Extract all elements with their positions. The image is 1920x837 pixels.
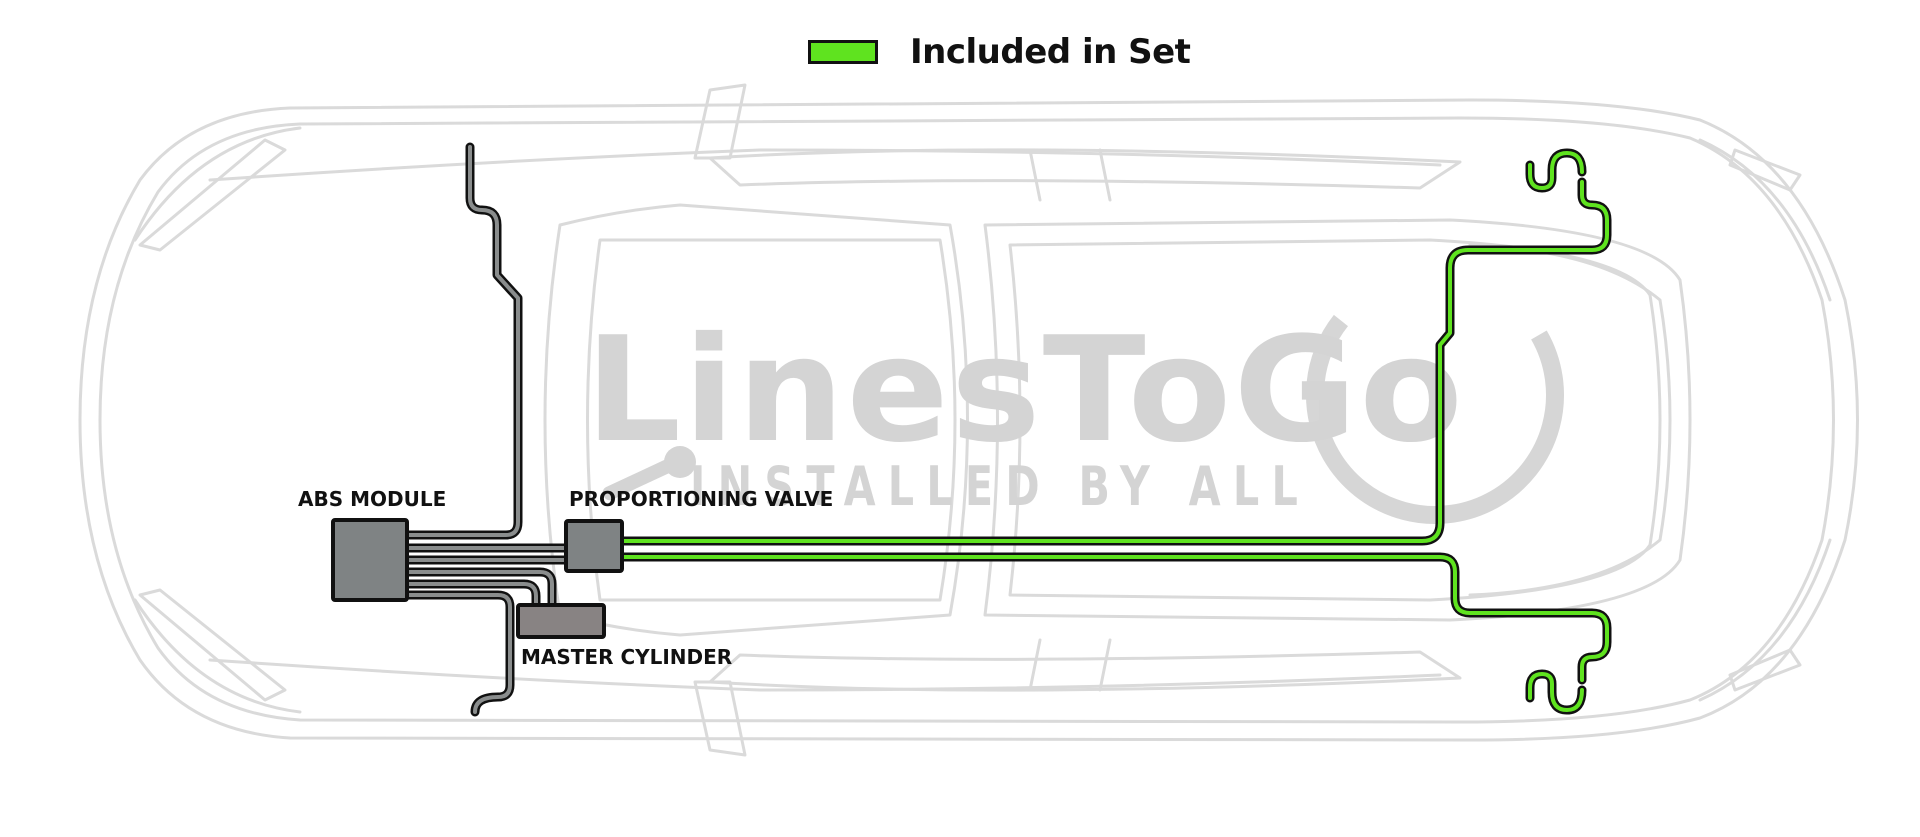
abs-module-label: ABS MODULE xyxy=(298,487,446,511)
door-line-top-1 xyxy=(1028,148,1042,202)
windshield xyxy=(543,203,969,637)
rear-bottom-loop xyxy=(1525,669,1587,715)
car-body-inner xyxy=(98,116,1835,724)
rear-bumper-top xyxy=(1698,138,1832,302)
hood-line-top xyxy=(208,148,1442,182)
taillight-bottom xyxy=(1728,648,1802,692)
line-abs-to-master-2 xyxy=(403,579,541,611)
line-abs-to-master-1 xyxy=(403,567,557,611)
watermark-brand: LinesToGo xyxy=(585,306,1465,475)
mirror-top xyxy=(693,83,747,160)
door-line-bottom-2 xyxy=(1098,638,1112,692)
side-window-bottom xyxy=(708,650,1462,692)
watermark-tagline: INSTALLED BY ALL xyxy=(690,455,1310,518)
rear-top-loop xyxy=(1525,148,1587,193)
rear-bumper-bottom xyxy=(1698,538,1832,702)
line-valve-to-rear-bottom xyxy=(617,552,1612,685)
master-cylinder xyxy=(516,603,606,639)
included-lines xyxy=(617,148,1612,715)
headlight-bottom xyxy=(138,588,287,702)
proportioning-valve xyxy=(564,519,624,573)
master-cylinder-label: MASTER CYLINDER xyxy=(521,645,732,669)
rear-window xyxy=(1468,243,1672,597)
headlight-top xyxy=(138,138,287,252)
hood-line-bottom xyxy=(208,658,1442,692)
line-abs-to-front-bottom xyxy=(403,590,515,717)
roof xyxy=(983,218,1692,622)
car-outline xyxy=(78,83,1859,757)
watermark-wrench-icon xyxy=(602,446,696,501)
front-bumper-top xyxy=(133,126,302,242)
line-valve-to-rear-top xyxy=(617,177,1612,546)
watermark: LinesToGo INSTALLED BY ALL xyxy=(585,266,1564,524)
mirror-bottom xyxy=(693,680,747,757)
legend-label: Included in Set xyxy=(910,32,1191,72)
front-bumper-bottom xyxy=(133,598,302,714)
line-abs-to-front-top xyxy=(403,142,523,540)
side-window-top xyxy=(708,148,1462,190)
car-body-outer xyxy=(78,98,1859,742)
door-line-bottom-1 xyxy=(1028,638,1042,692)
watermark-ring xyxy=(1306,266,1564,524)
legend: Included in Set xyxy=(808,28,1191,76)
windshield-inner xyxy=(586,238,957,602)
door-line-top-2 xyxy=(1098,148,1112,202)
legend-swatch xyxy=(808,40,878,64)
proportioning-valve-label: PROPORTIONING VALVE xyxy=(569,487,833,511)
existing-lines xyxy=(403,142,571,717)
abs-module xyxy=(331,518,409,602)
taillight-top xyxy=(1728,148,1802,192)
